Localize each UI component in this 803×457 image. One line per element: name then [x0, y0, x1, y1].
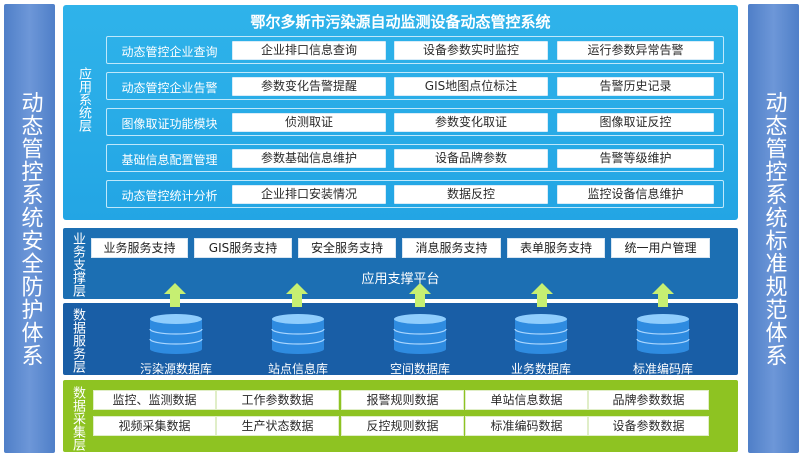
security-system-title: 动态管控系统安全防护体系 [17, 90, 43, 367]
database-pollution-source: 污染源数据库 [121, 313, 231, 377]
module-label: 基础信息配置管理 [121, 153, 218, 167]
support-layer-label: 业务支撑层 [70, 232, 85, 297]
database-site-info: 站点信息库 [243, 313, 353, 377]
data-layer-label: 数据服务层 [70, 308, 85, 373]
arrow-up-icon [531, 283, 553, 307]
database-business: 业务数据库 [486, 313, 596, 377]
database-label: 标准编码库 [632, 362, 693, 376]
support-service-button[interactable]: 安全服务支持 [298, 238, 396, 258]
database-label: 污染源数据库 [139, 362, 212, 376]
function-button[interactable]: 参数基础信息维护 [232, 149, 386, 168]
function-button[interactable]: 监控设备信息维护 [557, 185, 714, 204]
collect-data-item[interactable]: 监控、监测数据 [93, 390, 216, 410]
database-icon [393, 314, 447, 354]
database-label: 业务数据库 [510, 362, 571, 376]
support-service-button[interactable]: 表单服务支持 [507, 238, 605, 258]
function-button[interactable]: 运行参数异常告警 [557, 41, 714, 60]
database-label: 空间数据库 [389, 362, 450, 376]
module-row-query: 动态管控企业查询 企业排口信息查询 设备参数实时监控 运行参数异常告警 [106, 36, 724, 64]
application-layer: 鄂尔多斯市污染源自动监测设备动态管控系统 应用系统层 动态管控企业查询 企业排口… [63, 5, 738, 220]
function-button[interactable]: 企业排口信息查询 [232, 41, 386, 60]
arrow-up-icon [652, 283, 674, 307]
module-row-alarm: 动态管控企业告警 参数变化告警提醒 GIS地图点位标注 告警历史记录 [106, 72, 724, 100]
function-button[interactable]: 企业排口安装情况 [232, 185, 386, 204]
function-button[interactable]: 数据反控 [394, 185, 548, 204]
module-label: 动态管控企业查询 [121, 45, 218, 59]
function-button[interactable]: 告警历史记录 [557, 77, 714, 96]
database-spatial: 空间数据库 [365, 313, 475, 377]
arrow-up-icon [164, 283, 186, 307]
collect-data-item[interactable]: 工作参数数据 [216, 390, 339, 410]
support-service-button[interactable]: 统一用户管理 [611, 238, 710, 258]
standards-system-title: 动态管控系统标准规范体系 [761, 90, 787, 367]
collect-data-item[interactable]: 反控规则数据 [341, 416, 464, 436]
module-row-statistics: 动态管控统计分析 企业排口安装情况 数据反控 监控设备信息维护 [106, 180, 724, 208]
arrow-up-icon [409, 283, 431, 307]
collect-data-item[interactable]: 单站信息数据 [465, 390, 588, 410]
function-button[interactable]: 参数变化取证 [394, 113, 548, 132]
module-row-config: 基础信息配置管理 参数基础信息维护 设备品牌参数 告警等级维护 [106, 144, 724, 172]
collect-data-item[interactable]: 标准编码数据 [465, 416, 588, 436]
collect-data-item[interactable]: 品牌参数数据 [588, 390, 709, 410]
database-icon [149, 314, 203, 354]
function-button[interactable]: 参数变化告警提醒 [232, 77, 386, 96]
data-collection-layer: 数据采集层 监控、监测数据 工作参数数据 报警规则数据 单站信息数据 品牌参数数… [63, 380, 738, 452]
system-title: 鄂尔多斯市污染源自动监测设备动态管控系统 [250, 13, 551, 31]
function-button[interactable]: 图像取证反控 [557, 113, 714, 132]
module-label: 图像取证功能模块 [121, 117, 218, 131]
support-service-button[interactable]: 业务服务支持 [91, 238, 188, 258]
module-label: 动态管控统计分析 [121, 189, 218, 203]
collect-data-item[interactable]: 生产状态数据 [216, 416, 339, 436]
collect-data-item[interactable]: 设备参数数据 [588, 416, 709, 436]
arrow-up-icon [286, 283, 308, 307]
support-service-button[interactable]: GIS服务支持 [194, 238, 292, 258]
standards-system-pillar: 动态管控系统标准规范体系 [748, 4, 799, 453]
security-system-pillar: 动态管控系统安全防护体系 [4, 4, 55, 453]
collect-data-item[interactable]: 报警规则数据 [341, 390, 464, 410]
collect-layer-label: 数据采集层 [70, 386, 85, 451]
collect-data-item[interactable]: 视频采集数据 [93, 416, 216, 436]
support-service-button[interactable]: 消息服务支持 [402, 238, 501, 258]
function-button[interactable]: GIS地图点位标注 [394, 77, 548, 96]
data-service-layer: 数据服务层 污染源数据库 站点信息库 空间数据库 [63, 303, 738, 377]
database-icon [514, 314, 568, 354]
module-label: 动态管控企业告警 [121, 81, 218, 95]
database-label: 站点信息库 [267, 362, 328, 376]
database-icon [271, 314, 325, 354]
application-layer-label: 应用系统层 [76, 67, 91, 132]
function-button[interactable]: 侦测取证 [232, 113, 386, 132]
function-button[interactable]: 设备参数实时监控 [394, 41, 548, 60]
function-button[interactable]: 告警等级维护 [557, 149, 714, 168]
function-button[interactable]: 设备品牌参数 [394, 149, 548, 168]
database-standard-code: 标准编码库 [608, 313, 718, 377]
database-icon [636, 314, 690, 354]
module-row-image-evidence: 图像取证功能模块 侦测取证 参数变化取证 图像取证反控 [106, 108, 724, 136]
